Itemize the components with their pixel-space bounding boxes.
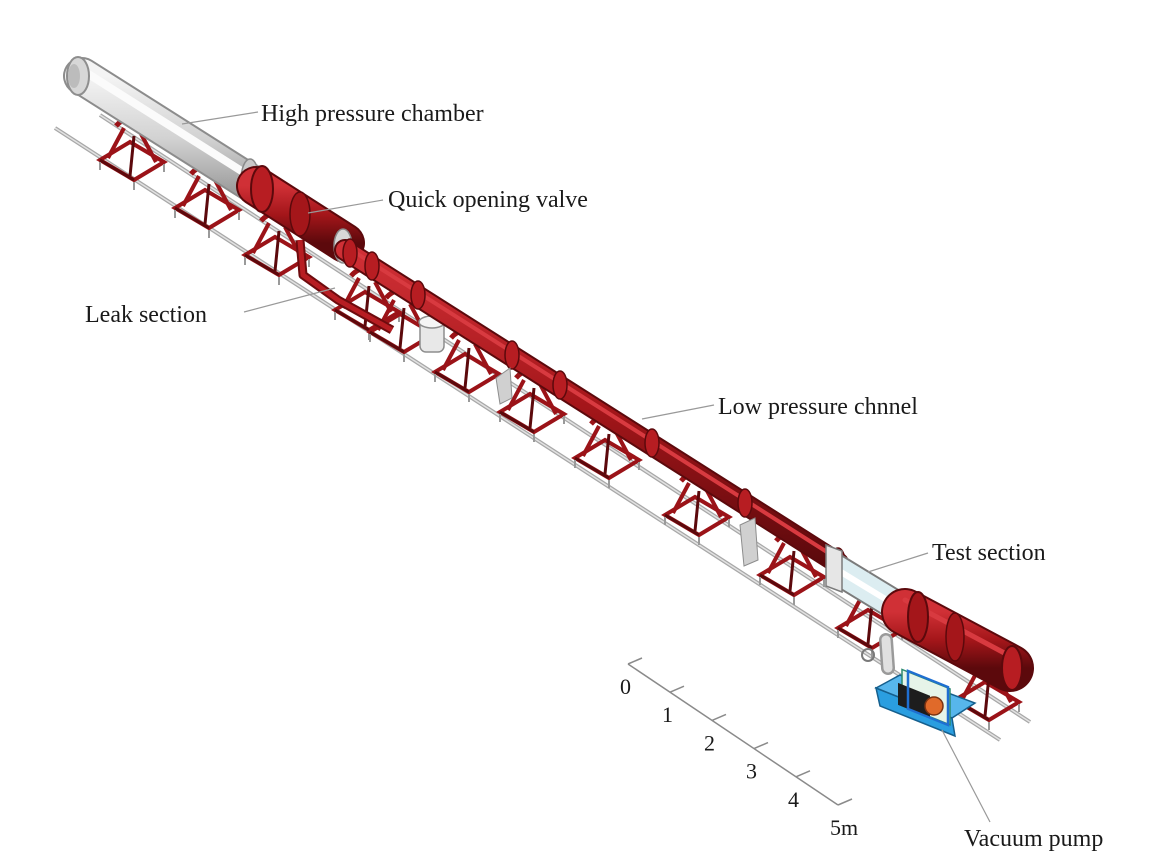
leader-vacuum-pump xyxy=(941,729,991,823)
low-pressure-channel xyxy=(334,238,849,577)
support-stand xyxy=(171,164,243,238)
scale-tick-label: 4 xyxy=(788,787,799,812)
vent-duct xyxy=(739,517,759,567)
high-pressure-chamber xyxy=(63,56,281,209)
scale-tick-label: 5m xyxy=(830,815,858,840)
scale-bar: 0 1 2 3 4 5m xyxy=(620,657,858,840)
leader-quick-valve xyxy=(307,199,384,214)
scale-tick xyxy=(627,657,643,665)
pipe-flange xyxy=(644,428,660,458)
label-low-pressure-channel: Low pressure chnnel xyxy=(718,394,918,420)
leader-test-section xyxy=(867,552,929,573)
scale-tick xyxy=(753,741,769,750)
vacuum-pump xyxy=(861,633,977,738)
label-high-pressure-chamber: High pressure chamber xyxy=(261,101,484,127)
scale-tick xyxy=(669,685,685,693)
label-test-section: Test section xyxy=(932,540,1046,566)
pipe-flange xyxy=(504,340,520,370)
scale-tick xyxy=(795,770,811,778)
support-stands xyxy=(96,116,1023,730)
scale-tick-label: 0 xyxy=(620,674,631,699)
pipe-flange xyxy=(410,280,426,310)
leader-leak-section xyxy=(243,287,336,313)
scale-tick-label: 3 xyxy=(746,759,757,784)
label-leak-section: Leak section xyxy=(85,302,207,328)
label-quick-opening-valve: Quick opening valve xyxy=(388,187,588,213)
scale-tick-label: 1 xyxy=(662,702,673,727)
scale-tick xyxy=(711,713,727,722)
label-vacuum-pump: Vacuum pump xyxy=(964,826,1103,852)
pipe-flange xyxy=(552,370,568,400)
pipe-flange xyxy=(342,238,358,268)
pipe-flange xyxy=(364,251,380,281)
scale-tick-label: 2 xyxy=(704,730,715,755)
leader-lines xyxy=(181,111,991,823)
scale-tick xyxy=(837,798,853,806)
dump-tank xyxy=(881,588,1034,692)
leader-high-pressure xyxy=(181,111,259,125)
leader-low-pressure xyxy=(641,404,715,420)
vent-duct xyxy=(495,367,513,405)
pipe-flange xyxy=(737,488,753,518)
